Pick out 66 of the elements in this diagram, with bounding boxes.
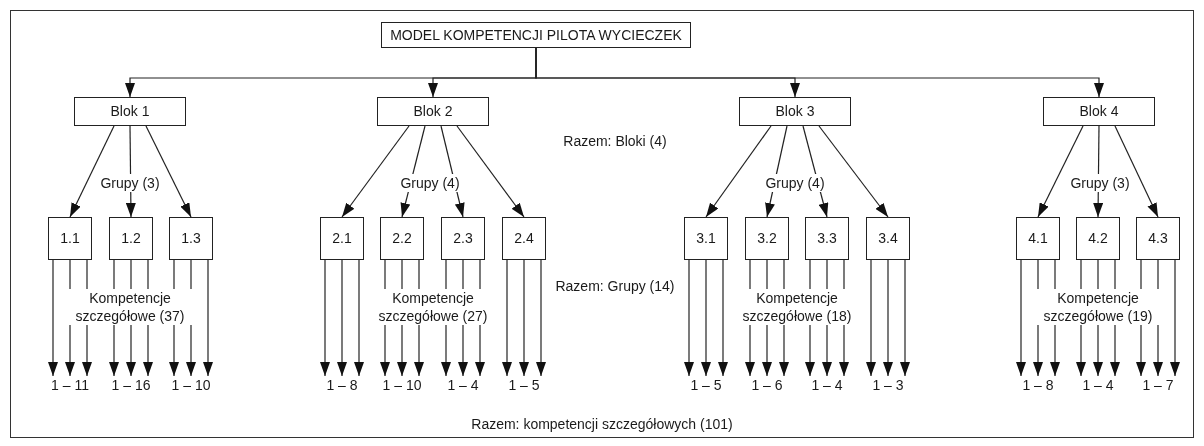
group-label: Grupy (3) xyxy=(1068,174,1132,193)
range-label: 1 – 5 xyxy=(677,376,735,394)
group-box: 2.2 xyxy=(380,217,424,260)
arrow xyxy=(536,259,546,377)
arrow xyxy=(341,125,410,218)
group-box: 2.1 xyxy=(320,217,364,260)
arrow xyxy=(705,125,772,218)
range-label: 1 – 6 xyxy=(738,376,796,394)
arrow xyxy=(718,259,728,377)
range-label: 1 – 7 xyxy=(1129,376,1187,394)
arrow xyxy=(1114,125,1159,218)
category-label: Kompetencje szczegółowe (19) xyxy=(1034,289,1162,326)
arrow xyxy=(900,259,910,377)
arrow xyxy=(456,125,525,218)
arrow xyxy=(1170,259,1180,377)
range-label: 1 – 4 xyxy=(1069,376,1127,394)
group-box: 2.3 xyxy=(441,217,485,260)
group-box: 3.2 xyxy=(745,217,789,260)
range-label: 1 – 11 xyxy=(41,376,99,394)
arrow xyxy=(684,259,694,377)
group-box: 3.1 xyxy=(684,217,728,260)
block-box: Blok 1 xyxy=(74,97,186,126)
group-box: 4.1 xyxy=(1016,217,1060,260)
total-note: Razem: kompetencji szczegółowych (101) xyxy=(470,416,734,433)
group-box: 1.2 xyxy=(109,217,153,260)
range-label: 1 – 16 xyxy=(102,376,160,394)
group-box: 3.4 xyxy=(866,217,910,260)
group-label: Grupy (4) xyxy=(763,174,827,193)
arrow xyxy=(1037,125,1084,218)
group-box: 4.2 xyxy=(1076,217,1120,260)
group-box: 4.3 xyxy=(1136,217,1180,260)
range-label: 1 – 10 xyxy=(373,376,431,394)
group-label: Grupy (4) xyxy=(398,174,462,193)
group-label: Grupy (3) xyxy=(98,174,162,193)
arrow xyxy=(1016,259,1026,377)
range-label: 1 – 4 xyxy=(798,376,856,394)
arrow xyxy=(69,125,115,218)
arrow xyxy=(354,259,364,377)
arrow xyxy=(535,47,1104,98)
arrow xyxy=(818,125,889,218)
group-box: 1.1 xyxy=(48,217,92,260)
arrow xyxy=(519,259,529,377)
arrow xyxy=(866,259,876,377)
frame-panel xyxy=(10,10,1194,438)
group-box: 2.4 xyxy=(502,217,546,260)
title-box: MODEL KOMPETENCJI PILOTA WYCIECZEK xyxy=(381,22,691,48)
arrow xyxy=(337,259,347,377)
arrow xyxy=(701,259,711,377)
block-box: Blok 3 xyxy=(739,97,851,126)
range-label: 1 – 10 xyxy=(162,376,220,394)
arrow xyxy=(502,259,512,377)
arrow xyxy=(203,259,213,377)
block-box: Blok 2 xyxy=(377,97,489,126)
range-label: 1 – 8 xyxy=(313,376,371,394)
block-box: Blok 4 xyxy=(1043,97,1155,126)
category-label: Kompetencje szczegółowe (37) xyxy=(66,289,194,326)
group-box: 3.3 xyxy=(805,217,849,260)
arrow xyxy=(320,259,330,377)
group-box: 1.3 xyxy=(169,217,213,260)
range-label: 1 – 4 xyxy=(434,376,492,394)
arrow xyxy=(145,125,192,218)
arrow xyxy=(883,259,893,377)
range-label: 1 – 3 xyxy=(859,376,917,394)
arrow xyxy=(48,259,58,377)
range-label: 1 – 8 xyxy=(1009,376,1067,394)
range-label: 1 – 5 xyxy=(495,376,553,394)
